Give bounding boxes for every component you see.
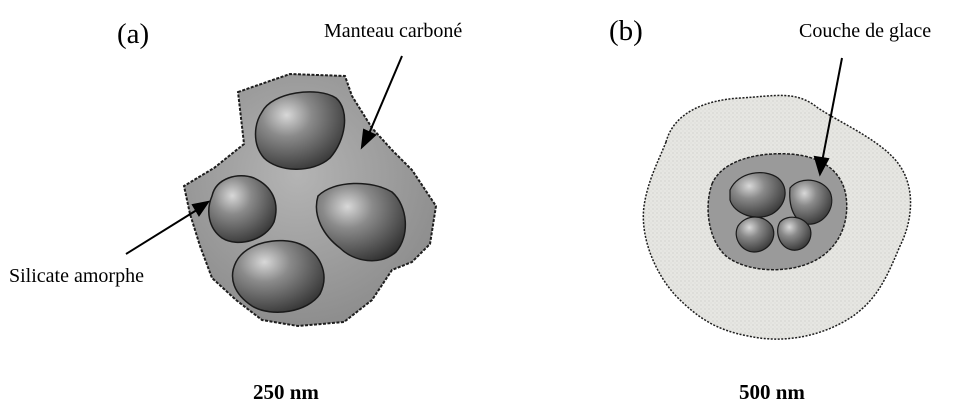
silicate-core-top [256, 92, 345, 169]
silicate-arrow [126, 208, 200, 254]
scale-label-a: 250 nm [253, 380, 319, 405]
scale-label-b: 500 nm [739, 380, 805, 405]
ice-label: Couche de glace [799, 20, 931, 43]
mantle-label: Manteau carboné [324, 20, 462, 43]
panel-a-grain [184, 74, 436, 326]
silicate-core [730, 173, 785, 218]
panel-b-grain [643, 95, 910, 339]
panel-a-label: (a) [117, 18, 149, 51]
silicate-label: Silicate amorphe [9, 265, 144, 288]
silicate-core-bottom [233, 241, 324, 313]
silicate-core-left [209, 176, 276, 243]
mantle-arrow [368, 56, 402, 136]
panel-b-label: (b) [609, 15, 643, 48]
silicate-core [736, 217, 774, 252]
silicate-core [778, 217, 811, 250]
